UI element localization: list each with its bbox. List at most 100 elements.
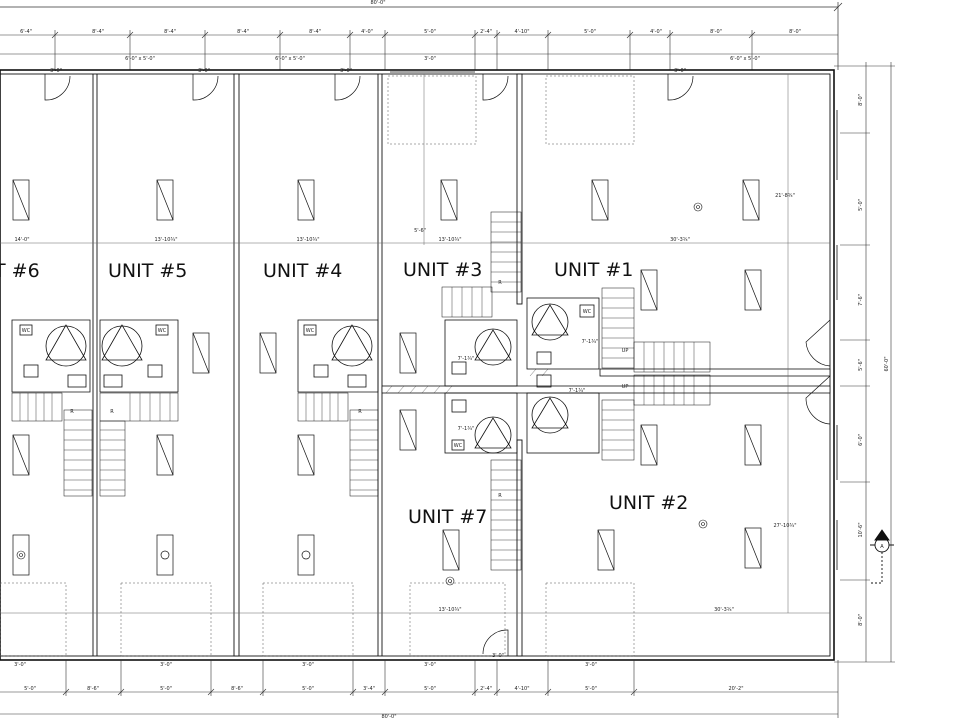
svg-text:R: R: [70, 409, 74, 415]
svg-text:8'-0": 8'-0": [710, 29, 722, 35]
bottom-dimension-labels: 5'-0" 8'-6" 5'-0" 8'-6" 5'-0" 3'-4" 5'-0…: [24, 686, 743, 720]
svg-text:8'-0": 8'-0": [789, 29, 801, 35]
dashed-bulkheads: [0, 75, 635, 657]
unit-1-label: UNIT #1: [554, 259, 633, 281]
svg-text:7'-1¾": 7'-1¾": [458, 356, 475, 362]
svg-text:3'-0": 3'-0": [160, 662, 172, 668]
floor-drains: [16, 202, 708, 586]
svg-text:4'-0": 4'-0": [361, 29, 373, 35]
unit-3-label: UNIT #3: [403, 259, 482, 281]
svg-text:6'-0": 6'-0": [858, 434, 864, 446]
svg-text:2'-4": 2'-4": [480, 29, 492, 35]
svg-text:8'-6": 8'-6": [231, 686, 243, 692]
svg-text:5'-0": 5'-0": [584, 29, 596, 35]
svg-text:7'-1¾": 7'-1¾": [582, 339, 599, 345]
svg-text:4'-10": 4'-10": [514, 29, 529, 35]
svg-text:6'-0" x 5'-0": 6'-0" x 5'-0": [125, 56, 155, 62]
svg-text:3'-0": 3'-0": [14, 662, 26, 668]
unit-6-label: T #6: [0, 260, 40, 282]
svg-text:27'-10¾": 27'-10¾": [773, 523, 796, 529]
svg-text:20'-2": 20'-2": [728, 686, 743, 692]
unit-2-label: UNIT #2: [609, 492, 688, 514]
svg-text:5'-0": 5'-0": [424, 29, 436, 35]
svg-text:13'-10¾": 13'-10¾": [154, 237, 177, 243]
svg-text:30'-3¾": 30'-3¾": [714, 607, 734, 613]
svg-text:3'-0": 3'-0": [50, 68, 62, 74]
bottom-dimension-string: [0, 660, 839, 718]
svg-text:5'-0": 5'-0": [585, 686, 597, 692]
svg-text:14'-0": 14'-0": [14, 237, 29, 243]
corridor-wall-east: [599, 368, 831, 377]
svg-text:3'-0": 3'-0": [424, 662, 436, 668]
top-dimension-ticks: [51, 30, 756, 70]
section-marker-label: A: [880, 544, 884, 550]
svg-text:UP: UP: [622, 384, 629, 390]
svg-text:13'-10¾": 13'-10¾": [296, 237, 319, 243]
svg-text:8'-6": 8'-6": [87, 686, 99, 692]
svg-text:3'-0": 3'-0": [198, 68, 210, 74]
svg-text:UP: UP: [622, 348, 629, 354]
svg-text:80'-0": 80'-0": [381, 714, 396, 720]
svg-text:5'-0": 5'-0": [24, 686, 36, 692]
right-dimension-labels: 8'-0" 5'-0" 7'-6" 5'-6" 6'-0" 10'-6" 8'-…: [858, 94, 890, 626]
restroom-core-units-1-2: [526, 297, 600, 454]
svg-text:R: R: [358, 409, 362, 415]
svg-text:3'-0": 3'-0": [424, 56, 436, 62]
svg-text:4'-0": 4'-0": [650, 29, 662, 35]
stair-treads: [19, 221, 695, 561]
unit-5-label: UNIT #5: [108, 260, 187, 282]
overall-top-dimension: [0, 2, 843, 70]
svg-text:R: R: [110, 409, 114, 415]
svg-text:3'-0": 3'-0": [302, 662, 314, 668]
svg-text:7'-1¾": 7'-1¾": [569, 388, 586, 394]
svg-text:5'-0": 5'-0": [160, 686, 172, 692]
unit-7-label: UNIT #7: [408, 506, 487, 528]
svg-text:5'-0": 5'-0": [302, 686, 314, 692]
svg-text:R: R: [498, 280, 502, 286]
svg-text:8'-4": 8'-4": [164, 29, 176, 35]
exterior-walls: [0, 69, 835, 661]
unit-4-label: UNIT #4: [263, 260, 342, 282]
unit-labels: T #6 UNIT #5 UNIT #4 UNIT #3 UNIT #1 UNI…: [0, 259, 688, 528]
svg-text:5'-0": 5'-0": [424, 686, 436, 692]
svg-text:6'-0" x 5'-0": 6'-0" x 5'-0": [275, 56, 305, 62]
svg-text:8'-4": 8'-4": [309, 29, 321, 35]
svg-text:6'-4": 6'-4": [20, 29, 32, 35]
svg-text:WC: WC: [306, 328, 315, 334]
stairs: [11, 211, 711, 571]
svg-text:WC: WC: [583, 309, 592, 315]
svg-text:5'-6": 5'-6": [414, 228, 426, 234]
exterior-door-bottom: [482, 629, 509, 656]
overall-top-dim-text: 80'-0": [370, 0, 385, 6]
exterior-doors-top: [44, 74, 694, 101]
corridor-wall: [381, 385, 831, 394]
svg-text:WC: WC: [454, 443, 463, 449]
svg-text:21'-8¾": 21'-8¾": [775, 193, 795, 199]
svg-text:4'-10": 4'-10": [514, 686, 529, 692]
section-marker: [870, 529, 894, 584]
svg-text:WC: WC: [158, 328, 167, 334]
top-dimension-string: [0, 34, 838, 55]
svg-text:3'-0": 3'-0": [585, 662, 597, 668]
right-dimension-string: [834, 62, 895, 663]
svg-text:3'-0": 3'-0": [340, 68, 352, 74]
svg-text:13'-10¾": 13'-10¾": [438, 607, 461, 613]
svg-text:3'-0": 3'-0": [674, 68, 686, 74]
svg-text:2'-4": 2'-4": [480, 686, 492, 692]
svg-text:R: R: [498, 493, 502, 499]
floor-outlet-symbols: [12, 534, 315, 576]
svg-text:60'-0": 60'-0": [884, 356, 890, 371]
bottom-door-labels: 3'-0" 3'-0" 3'-0" 3'-0" 3'-0" 3'-0": [14, 653, 597, 668]
restroom-core-units-6-5: [11, 319, 179, 393]
restroom-core-unit-4: [297, 319, 379, 393]
svg-text:3'-0": 3'-0": [492, 653, 504, 659]
svg-text:8'-0": 8'-0": [858, 94, 864, 106]
svg-text:3'-4": 3'-4": [363, 686, 375, 692]
svg-text:8'-4": 8'-4": [237, 29, 249, 35]
svg-text:8'-0": 8'-0": [858, 614, 864, 626]
svg-text:10'-6": 10'-6": [858, 522, 864, 537]
small-annotations: 3'-0" 3'-0" 3'-0" 3'-0" 3'-0" WC WC WC W…: [14, 56, 796, 613]
svg-text:WC: WC: [22, 328, 31, 334]
svg-text:8'-4": 8'-4": [92, 29, 104, 35]
